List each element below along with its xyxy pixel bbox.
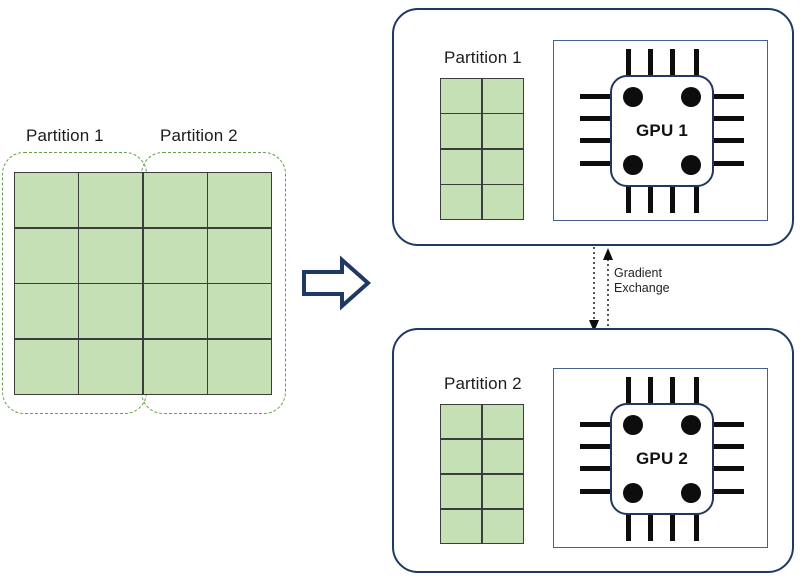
gradient-exchange-label: Gradient Exchange: [614, 266, 670, 295]
chip-pin-bottom-4: [694, 181, 699, 213]
gpu-panel-1-partition-label: Partition 1: [444, 48, 522, 67]
chip-pad-bottom-right: [681, 155, 701, 175]
gpu-panel-2-partition-matrix: [440, 404, 524, 544]
gpu-panel-1-matrix-cell: [482, 114, 523, 149]
chip-pad-top-left: [623, 415, 643, 435]
chip-pin-left-2: [580, 444, 612, 449]
source-partition-label-1: Partition 1: [26, 126, 104, 145]
gpu-panel-2-matrix-cell: [482, 439, 523, 474]
gpu-1-chip-body: GPU 1: [610, 75, 714, 187]
source-matrix-cell: [208, 339, 271, 394]
source-matrix-cell: [208, 173, 271, 228]
gpu-panel-2-partition-label: Partition 2: [444, 374, 522, 393]
chip-pin-top-1: [626, 377, 631, 409]
gpu-panel-1-matrix-cell: [441, 149, 482, 184]
chip-pin-left-1: [580, 422, 612, 427]
gpu-panel-2-matrix-cell: [482, 474, 523, 509]
chip-pin-top-4: [694, 377, 699, 409]
chip-pin-left-2: [580, 116, 612, 121]
chip-pad-bottom-left: [623, 483, 643, 503]
chip-pad-bottom-right: [681, 483, 701, 503]
gpu-panel-2-matrix-cell: [482, 509, 523, 543]
gpu-panel-1-matrix-cell: [482, 79, 523, 113]
source-matrix-cell: [143, 339, 207, 394]
gpu-1-chip-icon: GPU 1: [578, 47, 746, 215]
gpu-panel-1[interactable]: Partition 1: [392, 8, 794, 246]
source-matrix-cell: [143, 228, 207, 283]
chip-pin-right-2: [712, 444, 744, 449]
source-matrix-cell: [79, 339, 143, 394]
gpu-panel-2[interactable]: Partition 2: [392, 328, 794, 573]
chip-pin-top-2: [648, 49, 653, 81]
chip-pin-bottom-2: [648, 181, 653, 213]
source-matrix-cell: [208, 284, 271, 339]
gpu-panel-1-partition-matrix: [440, 78, 524, 220]
source-matrix-cell: [143, 284, 207, 339]
source-matrix-cell: [143, 173, 207, 228]
chip-pin-right-4: [712, 489, 744, 494]
chip-pad-top-right: [681, 415, 701, 435]
source-matrix-cell: [79, 284, 143, 339]
gpu-2-chip-icon: GPU 2: [578, 375, 746, 543]
source-matrix-cell: [79, 228, 143, 283]
chip-pin-bottom-2: [648, 509, 653, 541]
gpu-panel-2-matrix-cell: [441, 439, 482, 474]
chip-pin-left-1: [580, 94, 612, 99]
gpu-panel-1-matrix-cell: [441, 114, 482, 149]
flow-arrow: [300, 252, 372, 314]
chip-pin-top-3: [670, 49, 675, 81]
gpu-panel-2-chip-enclosure: GPU 2: [553, 368, 768, 548]
source-matrix-cell: [208, 228, 271, 283]
gradient-exchange-group: Gradient Exchange: [560, 235, 760, 345]
chip-pin-left-3: [580, 138, 612, 143]
source-matrix-cell: [79, 173, 143, 228]
gpu-2-chip-label: GPU 2: [635, 449, 689, 468]
chip-pin-top-3: [670, 377, 675, 409]
gpu-panel-2-matrix-cell: [441, 405, 482, 439]
chip-pin-bottom-3: [670, 509, 675, 541]
source-matrix-cell: [15, 228, 78, 283]
gpu-panel-1-matrix-cell: [482, 185, 523, 219]
chip-pin-right-2: [712, 116, 744, 121]
chip-pin-left-4: [580, 489, 612, 494]
source-matrix-cell: [15, 173, 78, 228]
chip-pin-right-4: [712, 161, 744, 166]
gpu-panel-2-matrix-cell: [441, 474, 482, 509]
gpu-panel-1-matrix-cell: [441, 79, 482, 113]
source-partition-label-2: Partition 2: [160, 126, 238, 145]
gpu-1-chip-label: GPU 1: [635, 121, 689, 140]
source-matrix: [14, 172, 272, 395]
chip-pin-top-1: [626, 49, 631, 81]
chip-pin-right-1: [712, 94, 744, 99]
gpu-panel-1-matrix-cell: [441, 185, 482, 219]
gpu-panel-1-matrix-cell: [482, 149, 523, 184]
chip-pin-right-1: [712, 422, 744, 427]
chip-pin-top-2: [648, 377, 653, 409]
chip-pin-right-3: [712, 466, 744, 471]
chip-pin-left-4: [580, 161, 612, 166]
chip-pin-bottom-1: [626, 181, 631, 213]
chip-pin-bottom-4: [694, 509, 699, 541]
source-matrix-cell: [15, 284, 78, 339]
chip-pin-top-4: [694, 49, 699, 81]
gpu-panel-1-chip-enclosure: GPU 1: [553, 40, 768, 221]
chip-pin-bottom-3: [670, 181, 675, 213]
gpu-2-chip-body: GPU 2: [610, 403, 714, 515]
gpu-panel-2-matrix-cell: [482, 405, 523, 439]
chip-pin-left-3: [580, 466, 612, 471]
source-matrix-group: Partition 1 Partition 2: [0, 120, 300, 420]
chip-pin-bottom-1: [626, 509, 631, 541]
chip-pad-top-left: [623, 87, 643, 107]
chip-pad-bottom-left: [623, 155, 643, 175]
source-matrix-cell: [15, 339, 78, 394]
chip-pad-top-right: [681, 87, 701, 107]
chip-pin-right-3: [712, 138, 744, 143]
gpu-panel-2-matrix-cell: [441, 509, 482, 543]
